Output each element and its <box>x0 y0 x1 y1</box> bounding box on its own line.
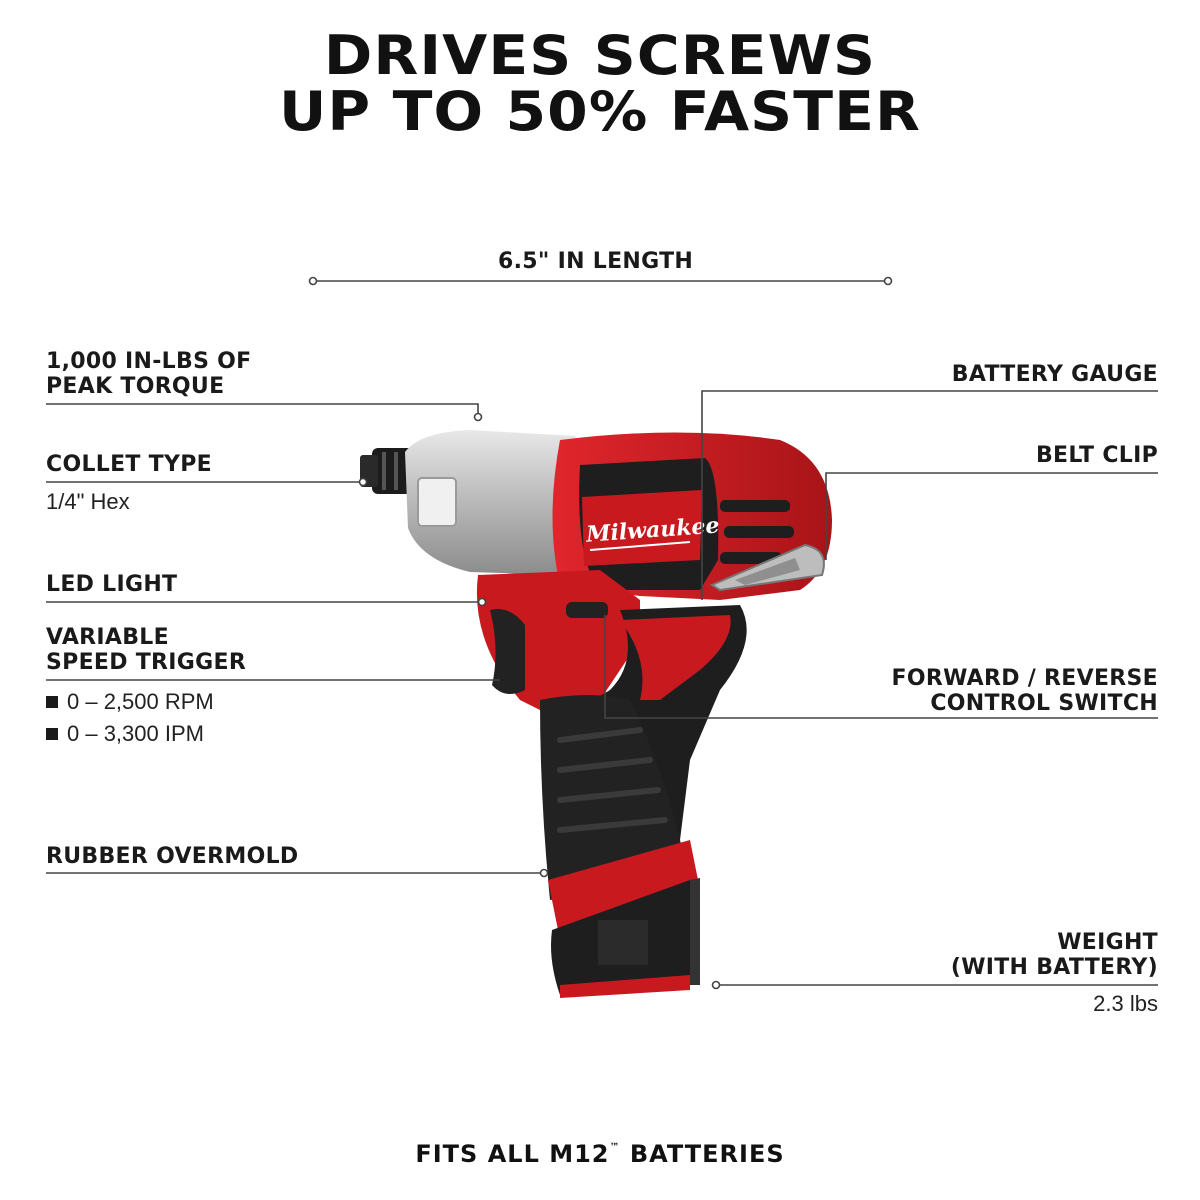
torque-line-1: 1,000 IN-LBS OF <box>46 349 252 374</box>
belt-clip-title: BELT CLIP <box>1035 443 1158 468</box>
battery-collar <box>548 840 700 940</box>
switch-line-1: FORWARD / REVERSE <box>891 666 1158 691</box>
trigger-spec-rpm-text: 0 – 2,500 RPM <box>67 689 214 714</box>
collet-title: COLLET TYPE <box>46 452 212 477</box>
torque-line-2: PEAK TORQUE <box>46 374 225 399</box>
trademark-mark: ™ <box>609 1142 621 1153</box>
weight-callout: WEIGHT (WITH BATTERY) <box>951 930 1158 980</box>
logo-plate <box>582 490 702 566</box>
collet-value: 1/4" Hex <box>46 489 130 514</box>
trigger-line-1: VARIABLE <box>46 625 169 650</box>
switch-callout: FORWARD / REVERSE CONTROL SWITCH <box>892 666 1158 716</box>
torque-callout: 1,000 IN-LBS OF PEAK TORQUE <box>46 349 252 399</box>
headline: DRIVES SCREWS UP TO 50% FASTER <box>0 28 1200 140</box>
battery-gauge-title: BATTERY GAUGE <box>951 362 1158 387</box>
rubber-overmold-grip <box>540 695 690 900</box>
footer-text-before: FITS ALL M12 <box>415 1140 610 1168</box>
battery-gauge-leader <box>701 390 1158 600</box>
weight-line-2: (WITH BATTERY) <box>950 955 1158 980</box>
leader-lines <box>46 280 1158 986</box>
switch-leader <box>604 615 1158 719</box>
weight-value: 2.3 lbs <box>1093 991 1158 1016</box>
trigger-spec-rpm: 0 – 2,500 RPM <box>46 689 214 715</box>
belt-clip-leader <box>825 472 1158 560</box>
overmold-title: RUBBER OVERMOLD <box>46 844 299 869</box>
length-label: 6.5" IN LENGTH <box>498 249 694 274</box>
trigger-spec-ipm-text: 0 – 3,300 IPM <box>67 721 204 746</box>
leader-endpoints <box>308 276 893 990</box>
trigger-callout: VARIABLE SPEED TRIGGER <box>46 625 246 675</box>
bullet-icon <box>46 696 58 708</box>
footer-compatibility: FITS ALL M12™ BATTERIES <box>0 1140 1200 1168</box>
trigger-line-2: SPEED TRIGGER <box>46 650 247 675</box>
footer-text-after: BATTERIES <box>620 1140 785 1168</box>
torque-leader <box>46 403 479 417</box>
bullet-icon <box>46 728 58 740</box>
weight-line-1: WEIGHT <box>1057 930 1158 955</box>
headline-line-1: DRIVES SCREWS <box>323 24 877 87</box>
led-title: LED LIGHT <box>46 572 178 597</box>
headline-line-2: UP TO 50% FASTER <box>278 80 922 143</box>
handle-side-red <box>620 615 731 700</box>
direction-switch <box>566 602 608 618</box>
trigger-spec-ipm: 0 – 3,300 IPM <box>46 721 204 747</box>
switch-line-2: CONTROL SWITCH <box>930 691 1158 716</box>
trigger <box>490 609 525 694</box>
gear-housing <box>405 430 590 575</box>
impact-driver-illustration: Milwaukee <box>360 430 832 998</box>
housing-window <box>417 477 457 527</box>
